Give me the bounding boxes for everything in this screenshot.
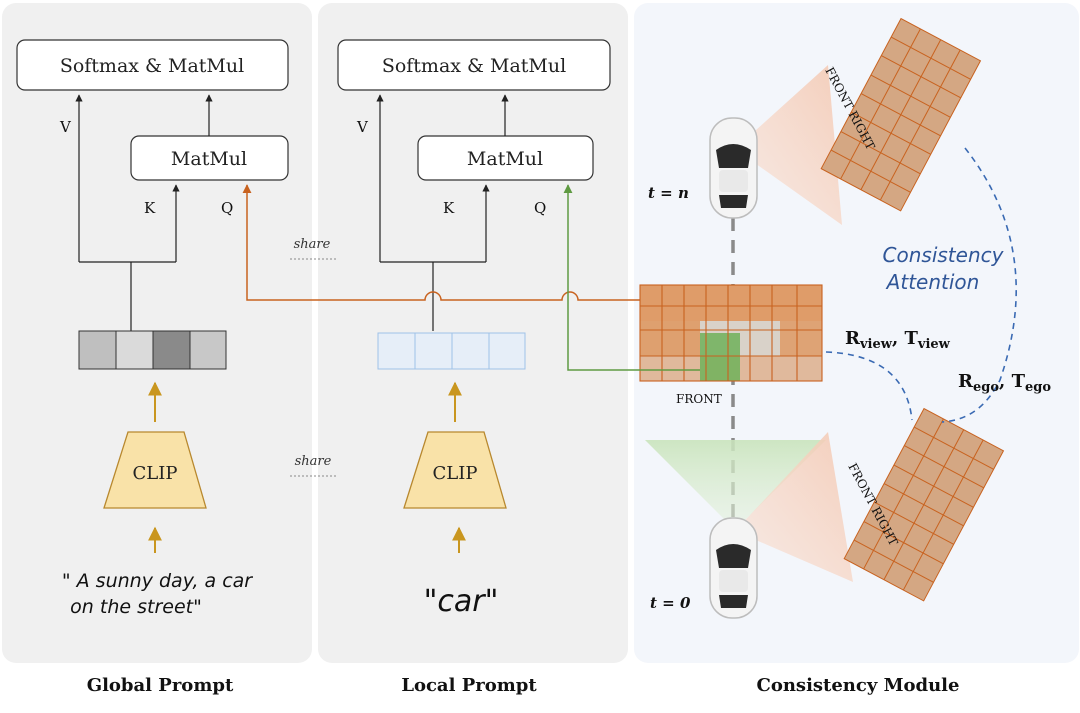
local-k-label: K xyxy=(443,199,455,217)
local-attention-block: Softmax & MatMul MatMul V K Q CLIP "car" xyxy=(337,39,611,619)
global-softmax-box xyxy=(16,39,289,91)
share-label-top: share xyxy=(294,237,331,252)
view-transform-label: Rview, Tview xyxy=(845,328,951,352)
global-v-label: V xyxy=(59,118,72,136)
local-matmul-label: MatMul xyxy=(467,148,543,170)
ego-transform-label: Rego, Tego xyxy=(958,371,1051,395)
global-q-label: Q xyxy=(221,199,233,217)
view-attention-arc xyxy=(825,351,913,421)
global-clip-label: CLIP xyxy=(133,463,178,484)
car-t-0 xyxy=(709,517,758,619)
local-text-embedding xyxy=(377,332,526,370)
local-clip-encoder xyxy=(403,431,507,509)
front-right-cone-bottom xyxy=(735,432,853,582)
global-k-label: K xyxy=(144,199,156,217)
local-query-connector xyxy=(563,184,700,371)
global-clip-encoder xyxy=(103,431,207,509)
front-camera-image xyxy=(639,284,823,382)
local-q-label: Q xyxy=(534,199,546,217)
consistency-attention-line2: Attention xyxy=(885,270,980,294)
car-t-n xyxy=(709,117,758,219)
front-cone-bottom xyxy=(645,440,826,530)
local-v-label: V xyxy=(356,118,369,136)
global-softmax-label: Softmax & MatMul xyxy=(60,55,244,77)
global-matmul-label: MatMul xyxy=(171,148,247,170)
front-right-image-bottom xyxy=(843,407,1005,602)
consistency-attention-line1: Consistency xyxy=(883,243,1005,267)
time-label-0: t = 0 xyxy=(650,594,691,612)
local-prompt-text: "car" xyxy=(424,584,499,619)
local-softmax-label: Softmax & MatMul xyxy=(382,55,566,77)
consistency-panel-title: Consistency Module xyxy=(757,675,960,696)
global-prompt-line1: " A sunny day, a car xyxy=(62,570,253,592)
front-label: FRONT xyxy=(676,392,722,406)
share-label-bottom: share xyxy=(295,454,332,469)
global-query-connector xyxy=(242,184,640,301)
local-softmax-box xyxy=(337,39,611,91)
local-clip-label: CLIP xyxy=(433,463,478,484)
front-right-cone-top xyxy=(735,65,842,225)
local-panel-title: Local Prompt xyxy=(401,675,537,696)
global-prompt-line2: on the street" xyxy=(70,596,202,618)
front-target-patch xyxy=(700,333,740,381)
time-label-n: t = n xyxy=(648,184,689,202)
ego-attention-arc xyxy=(941,147,1017,423)
front-right-image-top xyxy=(820,17,982,212)
global-panel-title: Global Prompt xyxy=(87,675,234,696)
global-attention-block: Softmax & MatMul MatMul V K Q CLIP " A s… xyxy=(16,39,289,618)
global-text-embedding xyxy=(78,330,227,370)
